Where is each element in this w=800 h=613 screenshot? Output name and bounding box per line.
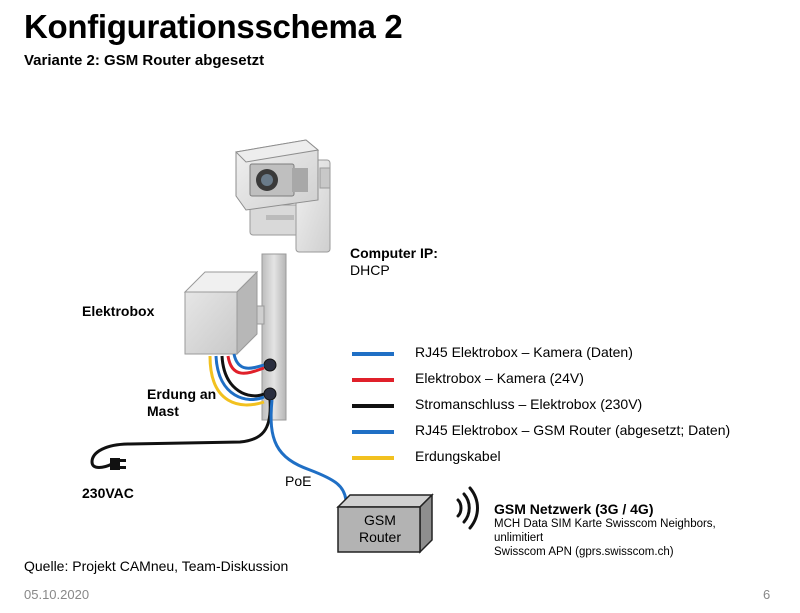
- gsm-network-sim: MCH Data SIM Karte Swisscom Neighbors,: [494, 518, 716, 530]
- power-plug-icon: [110, 458, 126, 470]
- power-cable: [90, 399, 272, 469]
- legend-swatch: [352, 352, 394, 356]
- camera-icon: [234, 139, 331, 253]
- cable-230v: [220, 355, 265, 398]
- legend-text: RJ45 Elektrobox – GSM Router (abgesetzt;…: [415, 422, 731, 438]
- computer-ip-value: DHCP: [350, 262, 390, 278]
- cable-rj45-camera: [232, 353, 265, 370]
- footer-date: 05.10.2020: [24, 587, 90, 602]
- slide-subtitle: Variante 2: GSM Router abgesetzt: [24, 52, 265, 69]
- source-note: Quelle: Projekt CAMneu, Team-Diskussion: [24, 558, 289, 574]
- legend-swatch: [352, 456, 394, 460]
- router-label-line2: Router: [358, 529, 402, 545]
- computer-ip-label: Computer IP:: [350, 245, 438, 261]
- router-label: GSM Router: [338, 512, 422, 546]
- gsm-network-apn: Swisscom APN (gprs.swisscom.ch): [494, 546, 674, 558]
- page-number: 6: [763, 587, 771, 602]
- cable-ground: [208, 355, 265, 407]
- router-label-line1: GSM: [364, 512, 396, 528]
- poe-label: PoE: [285, 473, 312, 489]
- connector-upper: [263, 358, 277, 372]
- cable-rj45-router-box: [214, 355, 265, 401]
- power-label: 230VAC: [82, 485, 134, 501]
- gsm-network-info: GSM Netzwerk (3G / 4G) MCH Data SIM Kart…: [494, 501, 716, 559]
- legend-text: Stromanschluss – Elektrobox (230V): [415, 396, 643, 412]
- legend-text: RJ45 Elektrobox – Kamera (Daten): [415, 344, 633, 360]
- legend-swatch: [352, 404, 394, 408]
- erdung-label-line1: Erdung an: [147, 386, 217, 402]
- legend-text: Elektrobox – Kamera (24V): [415, 370, 584, 386]
- erdung-label-line2: Mast: [147, 403, 179, 419]
- cable-24v: [226, 355, 265, 375]
- gsm-network-sim-plan: unlimitiert: [494, 532, 544, 544]
- gsm-router: [336, 493, 434, 554]
- slide-title: Konfigurationsschema 2: [24, 8, 403, 45]
- legend-text: Erdungskabel: [415, 448, 501, 464]
- connector-lower: [263, 387, 277, 401]
- elektrobox-label: Elektrobox: [82, 303, 155, 319]
- legend-swatch: [352, 378, 394, 382]
- legend-swatch: [352, 430, 394, 434]
- wireless-signal-icon: [456, 486, 479, 530]
- elektrobox: [183, 270, 259, 356]
- cable-poe: [269, 399, 348, 501]
- gsm-network-title: GSM Netzwerk (3G / 4G): [494, 501, 654, 517]
